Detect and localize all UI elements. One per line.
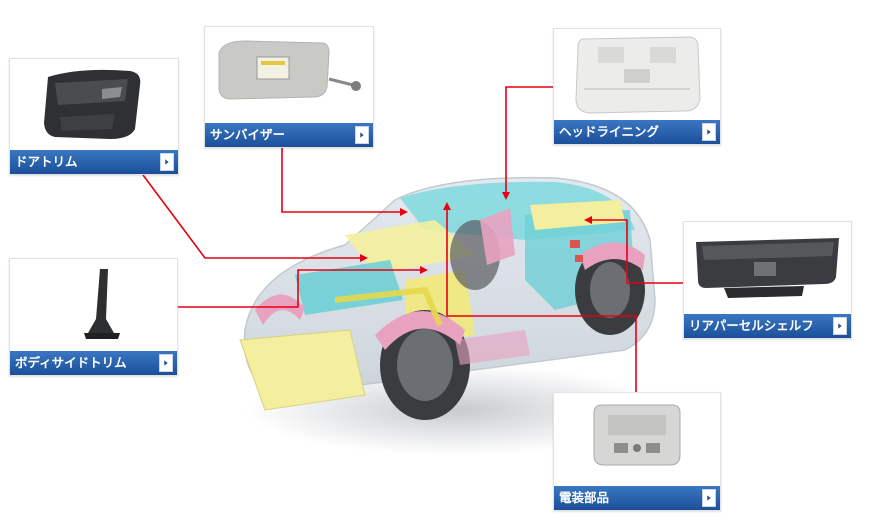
body-side-trim-icon: [10, 259, 177, 351]
body-side-trim-card[interactable]: ボディサイドトリム: [9, 258, 178, 376]
rear-parcel-shelf-icon: [684, 222, 851, 314]
rear-parcel-shelf-arrow-icon[interactable]: [833, 317, 847, 335]
headlining-label: ヘッドライニング: [559, 124, 660, 139]
sun-visor-label-bar: サンバイザー: [205, 123, 373, 147]
headlining-arrow-icon[interactable]: [702, 123, 716, 141]
electrical-parts-icon: [554, 393, 720, 486]
headlining-card[interactable]: ヘッドライニング: [553, 28, 721, 145]
electrical-parts-label-bar: 電装部品: [554, 486, 720, 510]
door-trim-label: ドアトリム: [15, 154, 78, 169]
sun-visor-arrow-icon[interactable]: [355, 126, 369, 144]
body-side-trim-label: ボディサイドトリム: [15, 355, 127, 370]
sun-visor-icon: [205, 27, 373, 123]
body-side-trim-arrow-icon[interactable]: [159, 354, 173, 372]
rear-parcel-shelf-label-bar: リアパーセルシェルフ: [684, 314, 851, 338]
rear-parcel-shelf-label: リアパーセルシェルフ: [689, 318, 814, 333]
sun-visor-card[interactable]: サンバイザー: [204, 26, 374, 148]
door-trim-label-bar: ドアトリム: [10, 150, 178, 174]
electrical-parts-card[interactable]: 電装部品: [553, 392, 721, 511]
sun-visor-label: サンバイザー: [210, 127, 286, 142]
headlining-icon: [554, 29, 720, 120]
electrical-parts-label: 電装部品: [559, 490, 610, 505]
electrical-parts-arrow-icon[interactable]: [702, 489, 716, 507]
door-trim-arrow-icon[interactable]: [160, 153, 174, 171]
door-trim-icon: [10, 59, 178, 150]
door-trim-card[interactable]: ドアトリム: [9, 58, 179, 175]
headlining-label-bar: ヘッドライニング: [554, 120, 720, 144]
body-side-trim-label-bar: ボディサイドトリム: [10, 351, 177, 375]
rear-parcel-shelf-card[interactable]: リアパーセルシェルフ: [683, 221, 852, 339]
